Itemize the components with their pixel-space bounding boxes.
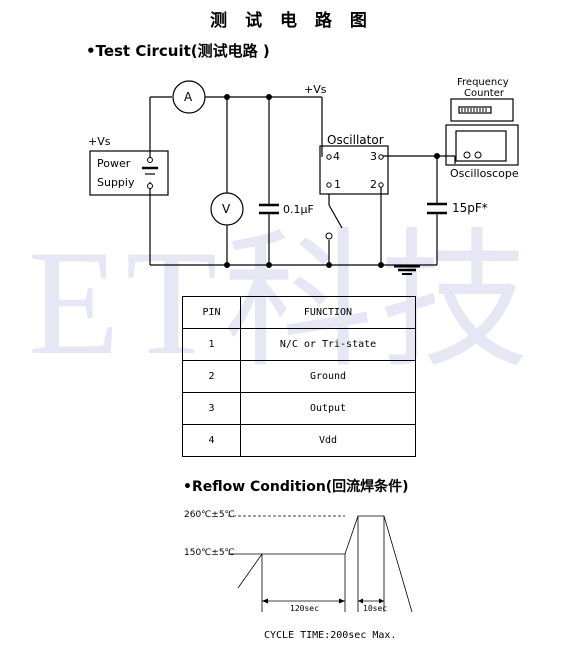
table-row: 3 Output	[182, 392, 416, 425]
voltmeter-icon	[210, 192, 244, 226]
frequency-counter-label-2: Counter	[464, 88, 504, 99]
temp-low-label: 150℃±5℃	[184, 548, 235, 558]
table-header-function: FUNCTION	[240, 296, 416, 329]
frequency-counter-box	[450, 98, 514, 122]
table-cell-function: Output	[240, 392, 416, 425]
power-supply-box	[89, 150, 169, 196]
ammeter-icon	[172, 80, 206, 114]
test-circuit-heading: •Test Circuit(测试电路 )	[86, 42, 270, 60]
power-supply-label-1: Power	[97, 157, 131, 170]
oscillator-box	[319, 145, 389, 195]
ammeter-label: A	[184, 90, 193, 104]
time-2-label: 10sec	[363, 604, 388, 613]
voltmeter-label: V	[222, 202, 231, 216]
vs-top-label: +Vs	[304, 83, 327, 96]
frequency-counter-label-1: Frequency	[457, 77, 509, 88]
table-row: 2 Ground	[182, 360, 416, 393]
pin-2-label: 2	[370, 178, 377, 191]
reflow-heading: •Reflow Condition(回流焊条件)	[183, 479, 409, 495]
table-header-pin: PIN	[182, 296, 241, 329]
table-row: 4 Vdd	[182, 424, 416, 457]
power-supply-label-2: Suppiy	[97, 176, 135, 189]
temp-high-label: 260℃±5℃	[184, 510, 235, 520]
capacitor-1-label: 0.1μF	[283, 203, 314, 216]
capacitor-2-label: 15pF*	[452, 201, 488, 215]
cycle-time-label: CYCLE TIME:200sec Max.	[264, 630, 397, 641]
pin-4-label: 4	[333, 150, 340, 163]
oscilloscope-label: Oscilloscope	[450, 167, 519, 180]
table-cell-function: Vdd	[240, 424, 416, 457]
oscilloscope-box	[445, 124, 519, 166]
page-title: 测 试 电 路 图	[210, 11, 373, 31]
table-cell-function: N/C or Tri-state	[240, 328, 416, 361]
pin-function-table: PIN FUNCTION 1 N/C or Tri-state 2 Ground…	[182, 296, 416, 457]
table-cell-pin: 3	[182, 392, 241, 425]
pin-3-label: 3	[370, 150, 377, 163]
capacitor-icon	[427, 202, 447, 215]
ground-icon	[394, 264, 420, 275]
table-cell-function: Ground	[240, 360, 416, 393]
vs-left-label: +Vs	[88, 135, 111, 148]
table-cell-pin: 4	[182, 424, 241, 457]
time-1-label: 120sec	[290, 604, 319, 613]
frequency-counter-display	[458, 106, 492, 114]
capacitor-icon	[259, 203, 279, 215]
oscillator-label: Oscillator	[327, 133, 384, 147]
table-row: 1 N/C or Tri-state	[182, 328, 416, 361]
pin-1-label: 1	[334, 178, 341, 191]
table-header-row: PIN FUNCTION	[182, 296, 416, 329]
oscilloscope-screen	[455, 130, 507, 162]
